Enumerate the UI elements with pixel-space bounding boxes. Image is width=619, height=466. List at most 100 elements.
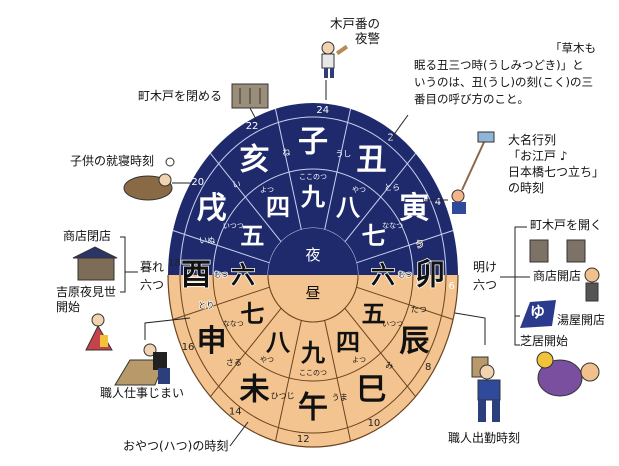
branch-reading-10: いぬ bbox=[199, 236, 215, 245]
sector-divider bbox=[356, 286, 454, 320]
hour-6: 6 bbox=[448, 281, 454, 292]
count-reading-8: ななつ bbox=[223, 320, 244, 328]
middle-ring-night bbox=[212, 168, 414, 275]
count-reading-1: やつ bbox=[352, 186, 366, 194]
leader-close-gate bbox=[249, 107, 259, 124]
count-7: 八 bbox=[266, 329, 291, 357]
label-bathhouse-open: 湯屋開店 bbox=[557, 313, 606, 327]
count-reading-6: ここのつ bbox=[299, 369, 327, 377]
branch-reading-6: うま bbox=[332, 393, 348, 402]
branch-4: 辰 bbox=[399, 324, 429, 359]
count-8: 七 bbox=[240, 300, 264, 328]
branch-reading-3: う bbox=[416, 240, 424, 249]
middle-ring-day bbox=[212, 275, 414, 382]
shopkeeper-illustration bbox=[584, 267, 600, 302]
count-reading-4: いつつ bbox=[382, 320, 403, 328]
label-kidoban: 木戸番の 夜警 bbox=[330, 16, 380, 46]
count-2: 七 bbox=[362, 222, 386, 250]
center-day-label: 昼 bbox=[305, 284, 320, 302]
branch-10: 戌 bbox=[197, 191, 227, 226]
label-theater-start: 芝居開始 bbox=[520, 334, 569, 348]
leader-oyatsu bbox=[229, 421, 249, 447]
label-daimyo-line4: の時刻 bbox=[508, 181, 545, 195]
label-mutsu-morning: 六つ bbox=[473, 278, 498, 292]
hour-22: 22 bbox=[246, 121, 259, 132]
craftsman-closing-illustration bbox=[114, 343, 170, 386]
note-ushimitsu-line3: いうのは、丑(うし)の刻(こく)の三 bbox=[414, 75, 593, 89]
branch-reading-5: み bbox=[385, 361, 393, 370]
branch-reading-0: ね bbox=[282, 148, 290, 157]
shop-closed-illustration bbox=[72, 246, 118, 281]
branch-11: 亥 bbox=[240, 142, 270, 177]
hour-16: 16 bbox=[182, 342, 195, 353]
count-9: 六 bbox=[231, 261, 255, 289]
sector-divider bbox=[356, 230, 454, 264]
label-oyatsu: おやつ(ハつ)の時刻 bbox=[123, 439, 229, 453]
sector-divider bbox=[274, 108, 302, 230]
hour-12: 12 bbox=[297, 434, 310, 445]
sector-divider bbox=[210, 307, 282, 397]
hub-night bbox=[268, 228, 358, 275]
hour-20: 20 bbox=[191, 177, 204, 188]
label-kidoban-line2: 夜警 bbox=[355, 31, 381, 46]
label-daimyo-line1: 大名行列 bbox=[508, 133, 557, 147]
count-reading-0: ここのつ bbox=[299, 173, 327, 181]
branch-reading-2: とら bbox=[384, 183, 400, 192]
branch-reading-4: たつ bbox=[411, 305, 427, 314]
count-reading-10: いつつ bbox=[223, 222, 244, 230]
gate-closed-icon bbox=[231, 83, 269, 109]
label-yoshiwara-line2: 開始 bbox=[56, 300, 81, 314]
branch-2: 寅 bbox=[399, 191, 429, 226]
gate-open-icon bbox=[529, 239, 586, 263]
branch-reading-1: うし bbox=[335, 149, 351, 158]
branch-3: 卯 bbox=[415, 258, 445, 293]
leader-craftsman-start bbox=[454, 312, 486, 345]
count-6: 九 bbox=[300, 339, 325, 367]
branch-7: 未 bbox=[240, 373, 270, 408]
count-11: 四 bbox=[266, 193, 290, 221]
label-kure-mutsu: 暮れ 六つ bbox=[140, 258, 164, 294]
band-ring-night bbox=[179, 116, 447, 275]
center-night-label: 夜 bbox=[305, 246, 320, 264]
count-4: 五 bbox=[362, 300, 386, 328]
sector-divider bbox=[344, 307, 416, 397]
count-10: 五 bbox=[240, 222, 264, 250]
branch-reading-9: とり bbox=[198, 301, 214, 310]
label-kure: 暮れ bbox=[140, 260, 165, 274]
craftsman-commuting-illustration bbox=[471, 356, 501, 422]
hub-day bbox=[267, 275, 359, 323]
label-daimyo-line3: 日本橋七つ立ち」 bbox=[508, 165, 605, 179]
branch-8: 申 bbox=[197, 324, 227, 359]
night-half bbox=[168, 103, 458, 275]
hour-24: 24 bbox=[316, 105, 329, 116]
branch-reading-7: ひつじ bbox=[271, 392, 295, 401]
label-yoshiwara-line1: 吉原夜見世 bbox=[56, 285, 117, 299]
hour-10: 10 bbox=[368, 418, 381, 429]
daimyo-procession-illustration bbox=[451, 131, 495, 214]
bathhouse-sign-text: ゆ bbox=[530, 303, 546, 321]
sector-divider bbox=[210, 153, 282, 243]
hour-4: 4 bbox=[435, 197, 441, 208]
label-children-bedtime: 子供の就寝時刻 bbox=[70, 154, 155, 168]
count-reading-2: ななつ bbox=[382, 222, 403, 230]
hour-18: 18 bbox=[168, 258, 181, 269]
label-ake: 明け bbox=[473, 260, 498, 274]
count-reading-3: むつ bbox=[398, 271, 412, 279]
sector-divider bbox=[324, 108, 352, 230]
sector-divider bbox=[172, 286, 270, 320]
leader-ushimitsu bbox=[389, 114, 409, 141]
count-reading-5: よつ bbox=[352, 356, 366, 364]
count-reading-7: やつ bbox=[260, 356, 274, 364]
branch-reading-11: い bbox=[233, 180, 241, 189]
leader-craftsman-end bbox=[144, 317, 191, 340]
label-mutsu-evening: 六つ bbox=[140, 278, 165, 292]
label-shop-open: 商店開店 bbox=[533, 269, 582, 283]
band-ring-day bbox=[179, 275, 447, 434]
count-0: 九 bbox=[300, 183, 325, 211]
time-dial: 夜昼子ね九ここのつ24丑うし八やつ2寅とら七ななつ4卯う六むつ6辰たつ五いつつ8… bbox=[167, 103, 459, 448]
sector-divider bbox=[344, 153, 416, 243]
hour-8: 8 bbox=[425, 362, 431, 373]
branch-1: 丑 bbox=[357, 142, 387, 177]
note-ushimitsu-line4: 番目の呼び方のこと。 bbox=[414, 92, 529, 106]
